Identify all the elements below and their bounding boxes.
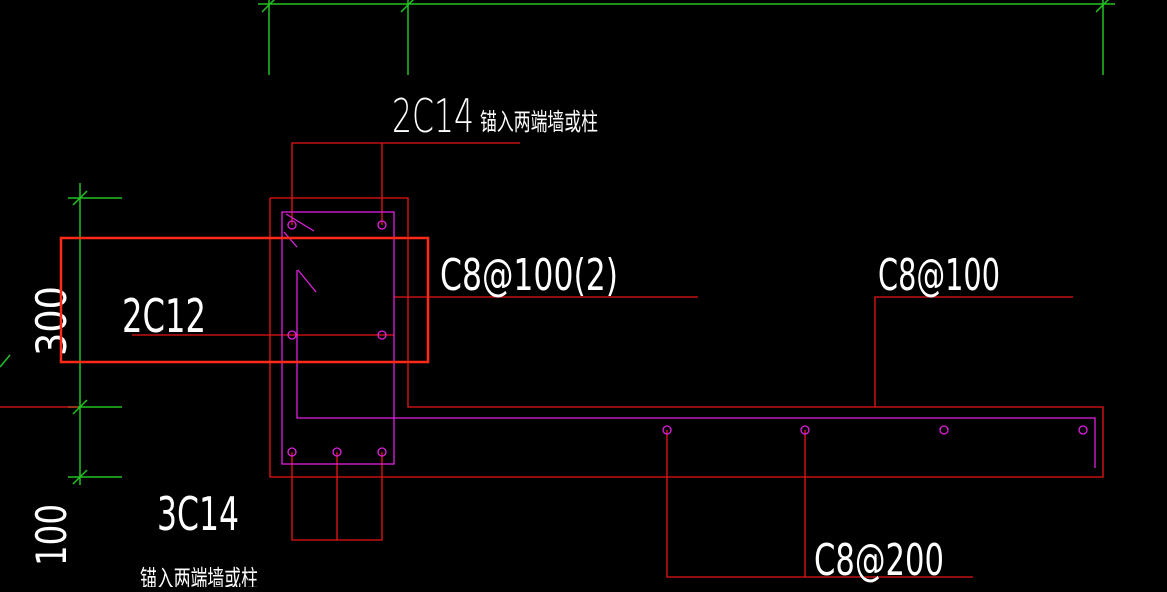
label-slab-top: C8@100 (878, 250, 1000, 301)
labels: 2C14 锚入两端墙或柱 C8@100(2) C8@100 2C12 3C14 … (27, 89, 1000, 592)
dimension-text-100: 100 (27, 504, 76, 566)
label-stirrup-beam: C8@100(2) (440, 250, 618, 301)
rebar-dots (287, 220, 1088, 457)
label-bottom-bar-note: 锚入两端墙或柱 (140, 565, 258, 587)
selection-highlight-box[interactable] (59, 236, 430, 364)
label-bottom-bar: 3C14 (157, 487, 239, 541)
label-slab-bottom: C8@200 (814, 535, 944, 586)
label-top-bar: 2C14 (392, 89, 474, 143)
left-dimension (0, 183, 122, 485)
label-top-bar-note: 锚入两端墙或柱 (480, 108, 598, 136)
leader-lines (132, 142, 1073, 578)
label-side-bar: 2C12 (122, 289, 206, 343)
top-dimension (258, 0, 1115, 75)
concrete-outline (0, 197, 1104, 478)
rebar-stirrups (281, 211, 1096, 468)
dimension-text-300: 300 (27, 286, 76, 356)
